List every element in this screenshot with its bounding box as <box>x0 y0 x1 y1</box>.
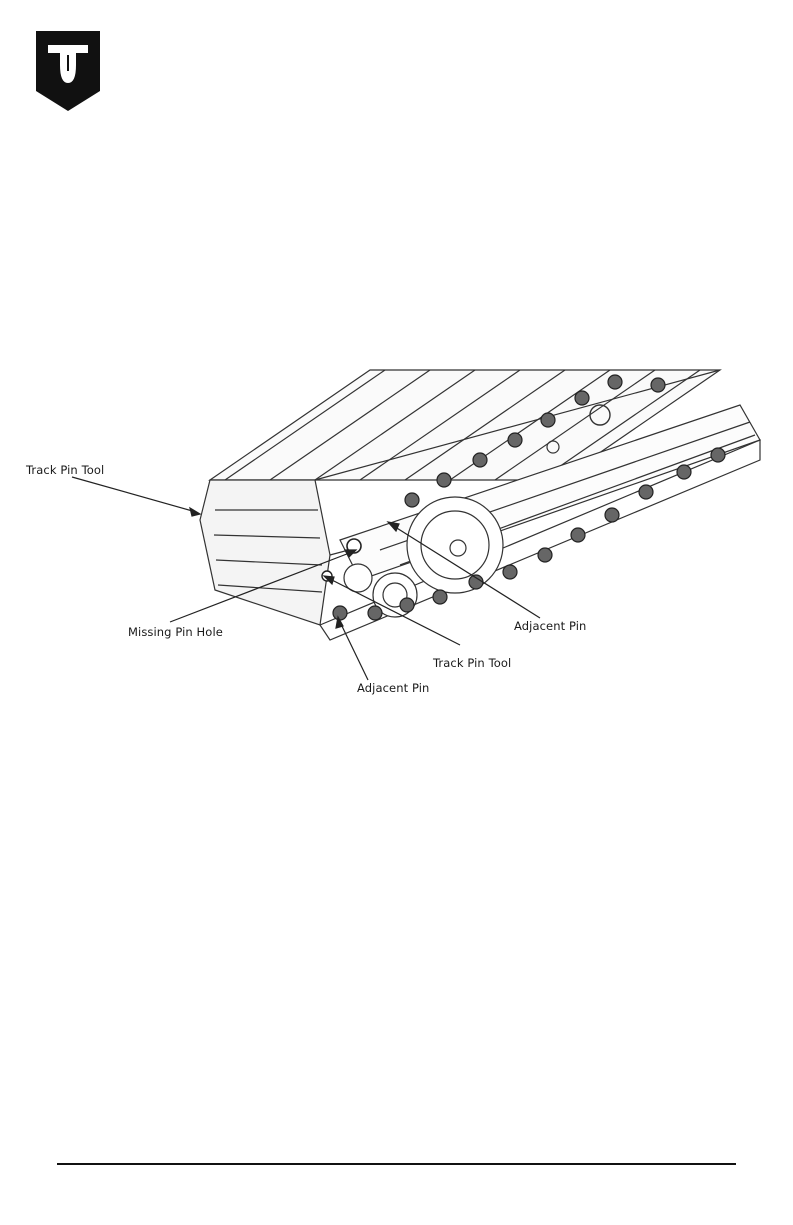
callout-adjacent-pin-bottom: Adjacent Pin <box>357 681 429 695</box>
track-assembly-diagram <box>0 360 793 700</box>
leader-adjacent-pin-bottom <box>340 622 368 680</box>
leader-track-pin-tool-left <box>72 477 196 512</box>
footer-divider <box>57 1163 736 1165</box>
callout-adjacent-pin-right: Adjacent Pin <box>514 619 586 633</box>
callout-missing-pin-hole: Missing Pin Hole <box>128 625 223 639</box>
callout-track-pin-tool-bottom: Track Pin Tool <box>433 656 511 670</box>
callout-track-pin-tool-left: Track Pin Tool <box>26 463 104 477</box>
shield-logo-icon <box>36 31 100 111</box>
